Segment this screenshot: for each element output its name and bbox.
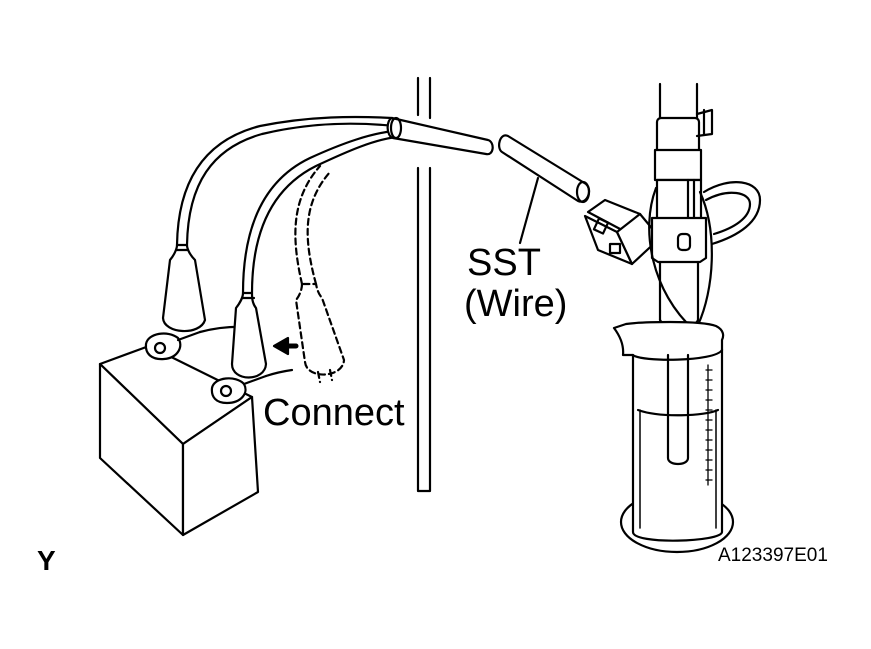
sst-wire-sleeve-right [498, 134, 591, 204]
probe-boot-disconnected [294, 282, 346, 384]
probe-boot-left [161, 243, 207, 333]
negative-terminal-clamp [210, 374, 268, 405]
battery [98, 344, 260, 537]
positive-terminal-clamp [144, 330, 202, 361]
probe-boot-connected [230, 291, 268, 379]
section-divider [416, 76, 432, 493]
lead-wire-dashed [294, 164, 332, 286]
sst-label: SST [467, 242, 541, 284]
ground-wire [264, 368, 294, 378]
view-letter: Y [37, 545, 56, 576]
connect-arrow [272, 336, 299, 356]
wire-label: (Wire) [464, 283, 568, 325]
lead-wire-left [175, 115, 396, 247]
injector-strap [648, 181, 762, 332]
lead-wire-middle [241, 129, 398, 295]
connect-label: Connect [263, 392, 405, 434]
sst-wire-sleeve-left [386, 116, 494, 156]
sst-leader-line [518, 176, 540, 245]
cylinder-scale-marks [705, 364, 713, 486]
measuring-cylinder [612, 320, 735, 554]
figure-code: A123397E01 [718, 545, 828, 566]
